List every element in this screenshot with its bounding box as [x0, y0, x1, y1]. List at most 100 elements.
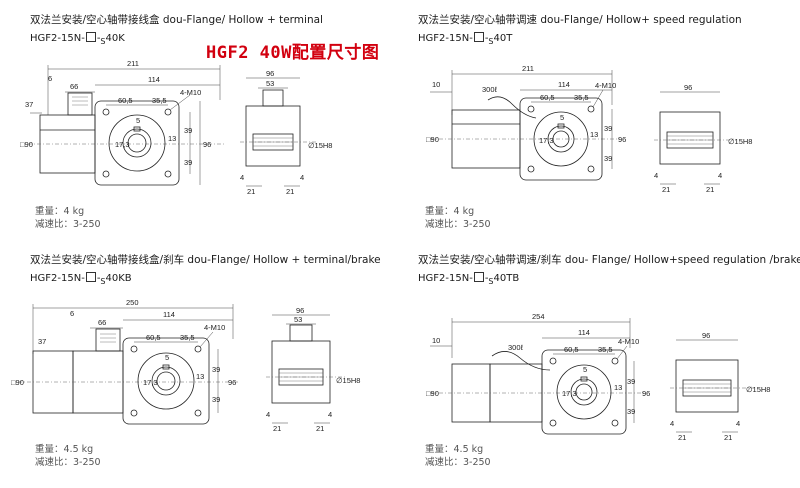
dim-13: 13 — [590, 130, 598, 139]
front-view-drawing: 211 114 6 66 37 □90 5 17,3 13 60,5 35,5 … — [20, 59, 225, 186]
dim-side-21-right: 21 — [706, 185, 714, 194]
dim-side-21-left: 21 — [678, 433, 686, 442]
dim-key-5: 5 — [560, 113, 564, 122]
dim-60-5: 60,5 — [564, 345, 579, 354]
page-title: HGF2 40W配置尺寸图 — [206, 43, 380, 63]
dim-17-3: 17,3 — [143, 378, 158, 387]
side-view-drawing: 96 53 ∅15H8 4 4 21 21 — [240, 69, 332, 196]
dim-flange-length: 114 — [163, 310, 175, 319]
side-view-drawing: 96 ∅15H8 4 4 21 21 — [654, 83, 752, 194]
dim-17-3: 17,3 — [539, 136, 554, 145]
dim-13: 13 — [614, 383, 622, 392]
side-view-drawing: 96 ∅15H8 4 4 21 21 — [670, 331, 770, 442]
dim-side-96: 96 — [266, 69, 274, 78]
dim-square-90: □90 — [426, 389, 439, 398]
dim-60-5: 60,5 — [540, 93, 555, 102]
dim-96: 96 — [228, 378, 236, 387]
dim-39-bottom: 39 — [627, 407, 635, 416]
dim-35-5: 35,5 — [574, 93, 589, 102]
weight-spec: 重量：4 kg — [35, 206, 85, 217]
ratio-spec: 减速比：3-250 — [425, 219, 491, 230]
model-code: HGF2-15N--S40TB — [418, 272, 520, 286]
dim-10: 10 — [432, 80, 440, 89]
dim-13: 13 — [196, 372, 204, 381]
dim-square-90: □90 — [11, 378, 24, 387]
ratio-spec: 减速比：3-250 — [425, 457, 491, 468]
dim-39-top: 39 — [212, 365, 220, 374]
dim-side-21-right: 21 — [286, 187, 294, 196]
model-code: HGF2-15N--S40K — [30, 32, 125, 46]
dim-side-4-right: 4 — [300, 173, 304, 182]
dim-side-21-left: 21 — [662, 185, 670, 194]
dim-wire-300: 300ℓ — [508, 343, 524, 352]
dim-bore-15h8: ∅15H8 — [336, 376, 360, 385]
dim-side-53: 53 — [294, 315, 302, 324]
front-view-drawing: 211 114 10 300ℓ □90 5 17,3 13 60,5 35,5 … — [426, 64, 626, 181]
dim-66: 66 — [70, 82, 78, 91]
dim-side-4-left: 4 — [654, 171, 658, 180]
dim-overall: 254 — [532, 312, 545, 321]
dim-35-5: 35,5 — [598, 345, 613, 354]
dim-flange-length: 114 — [148, 75, 160, 84]
side-view-drawing: 96 53 ∅15H8 4 4 21 21 — [266, 306, 360, 433]
dim-bolt-4-m10: 4-M10 — [204, 323, 225, 332]
dim-39-bottom: 39 — [212, 395, 220, 404]
panel-title: 双法兰安装/空心轴带调速 dou-Flange/ Hollow+ speed r… — [418, 14, 742, 26]
dim-side-96: 96 — [702, 331, 710, 340]
panel-title: 双法兰安装/空心轴带调速/刹车 dou- Flange/ Hollow+spee… — [418, 254, 800, 266]
dim-96: 96 — [642, 389, 650, 398]
weight-spec: 重量：4.5 kg — [425, 444, 484, 455]
dim-66: 66 — [98, 318, 106, 327]
dim-37: 37 — [38, 337, 46, 346]
dim-6: 6 — [48, 74, 52, 83]
weight-spec: 重量：4.5 kg — [35, 444, 94, 455]
dim-side-21-left: 21 — [247, 187, 255, 196]
dim-key-5: 5 — [165, 353, 169, 362]
dim-39-top: 39 — [184, 126, 192, 135]
dim-side-21-right: 21 — [724, 433, 732, 442]
dim-overall: 211 — [127, 59, 139, 68]
dim-17-3: 17,3 — [562, 389, 577, 398]
dim-bolt-4-m10: 4-M10 — [180, 88, 201, 97]
dim-96: 96 — [203, 140, 211, 149]
dim-6: 6 — [70, 309, 74, 318]
dim-side-4-right: 4 — [328, 410, 332, 419]
dim-39-bottom: 39 — [184, 158, 192, 167]
dim-key-5: 5 — [136, 116, 140, 125]
dim-side-96: 96 — [684, 83, 692, 92]
dim-side-4-right: 4 — [736, 419, 740, 428]
dim-wire-300: 300ℓ — [482, 85, 498, 94]
dim-bore-15h8: ∅15H8 — [728, 137, 752, 146]
dim-side-4-left: 4 — [266, 410, 270, 419]
dim-35-5: 35,5 — [152, 96, 167, 105]
dim-overall: 211 — [522, 64, 534, 73]
front-view-drawing: 254 114 10 300ℓ □90 5 17,3 13 60,5 35,5 … — [426, 312, 650, 435]
dim-bolt-4-m10: 4-M10 — [595, 81, 616, 90]
dim-side-4-left: 4 — [670, 419, 674, 428]
dim-square-90: □90 — [426, 135, 439, 144]
dim-flange-length: 114 — [578, 328, 590, 337]
ratio-spec: 减速比：3-250 — [35, 219, 101, 230]
front-view-drawing: 250 114 6 66 37 □90 5 17,3 13 60,5 35,5 … — [11, 298, 238, 425]
dim-side-4-right: 4 — [718, 171, 722, 180]
dim-side-4-left: 4 — [240, 173, 244, 182]
dim-overall: 250 — [126, 298, 139, 307]
dim-flange-length: 114 — [558, 80, 570, 89]
panel-title: 双法兰安装/空心轴带接线盒/刹车 dou-Flange/ Hollow + te… — [30, 254, 381, 266]
dim-10: 10 — [432, 336, 440, 345]
model-code: HGF2-15N--S40T — [418, 32, 513, 46]
dim-side-96: 96 — [296, 306, 304, 315]
dim-35-5: 35,5 — [180, 333, 195, 342]
dim-17-3: 17,3 — [115, 140, 130, 149]
dim-side-53: 53 — [266, 79, 274, 88]
dim-square-90: □90 — [20, 140, 33, 149]
model-code: HGF2-15N--S40KB — [30, 272, 132, 286]
ratio-spec: 减速比：3-250 — [35, 457, 101, 468]
dim-60-5: 60,5 — [118, 96, 133, 105]
dim-bolt-4-m10: 4-M10 — [618, 337, 639, 346]
dim-39-top: 39 — [604, 124, 612, 133]
dim-60-5: 60,5 — [146, 333, 161, 342]
dim-bore-15h8: ∅15H8 — [746, 385, 770, 394]
dim-side-21-right: 21 — [316, 424, 324, 433]
dim-13: 13 — [168, 134, 176, 143]
